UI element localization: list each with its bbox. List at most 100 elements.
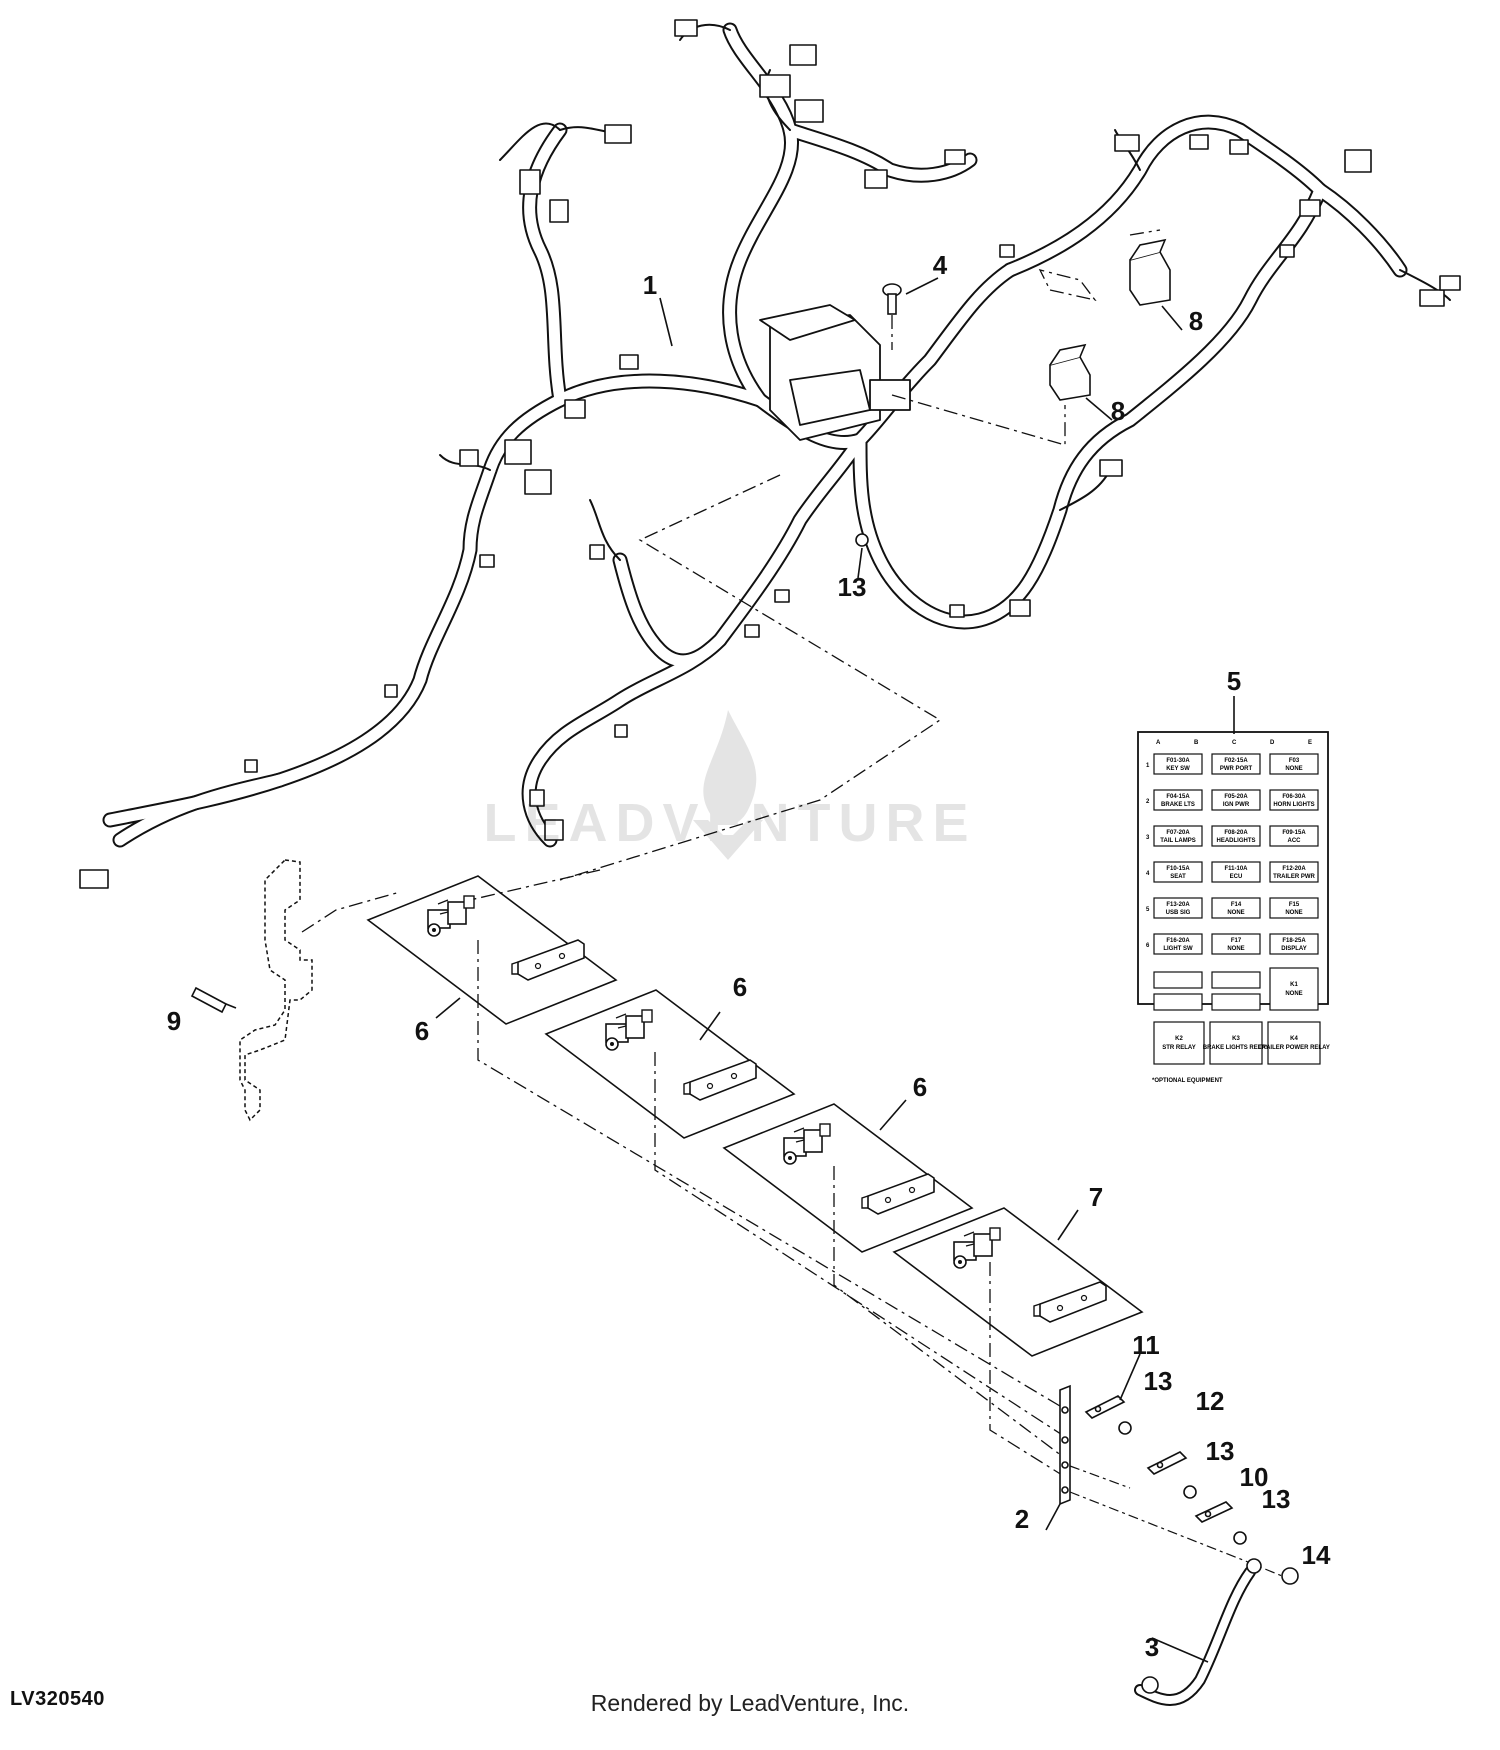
fuse-cell-label: F10-15A <box>1166 866 1190 872</box>
callout-13: 13 <box>1262 1484 1291 1514</box>
fuse-cell <box>1153 789 1203 811</box>
spare-slot <box>1153 971 1203 989</box>
fuse-cell-label: F15 <box>1289 902 1300 908</box>
fuse-panel-marker: D <box>1270 740 1275 746</box>
relay-label: K2 <box>1175 1036 1183 1042</box>
fuse-cell <box>1211 825 1261 847</box>
fuse-cell-label: IGN PWR <box>1223 802 1250 808</box>
footer-credit: Rendered by LeadVenture, Inc. <box>590 1690 910 1716</box>
callout-13: 13 <box>838 572 867 602</box>
fuse-cell <box>1211 933 1261 955</box>
fuse-cell-label: TAIL LAMPS <box>1160 838 1195 844</box>
relay-label: NONE <box>1285 991 1302 997</box>
switch-kit-item-7 <box>892 1207 1144 1357</box>
fuse-cell-label: F04-15A <box>1166 794 1190 800</box>
fuse-cell-label: F05-20A <box>1224 794 1248 800</box>
terminal-strap-item-10 <box>1194 1501 1234 1523</box>
fuse-cell <box>1269 861 1319 883</box>
relay-label: STR RELAY <box>1162 1045 1195 1051</box>
fuse-panel-marker: C <box>1232 740 1237 746</box>
fuse-cell-label: F03 <box>1289 758 1300 764</box>
fuse-cell-label: F12-20A <box>1282 866 1306 872</box>
callout-7: 7 <box>1089 1182 1103 1212</box>
fuse-cell-label: NONE <box>1285 910 1302 916</box>
fuse-row-number: 1 <box>1146 763 1150 769</box>
callout-6: 6 <box>913 1072 927 1102</box>
fuse-cell-label: SEAT <box>1170 874 1186 880</box>
fuse-cell-label: NONE <box>1227 910 1244 916</box>
relay-label: BRAKE LIGHTS RELAY <box>1203 1045 1269 1051</box>
callout-9: 9 <box>167 1006 181 1036</box>
fuse-row-number: 4 <box>1146 871 1150 877</box>
callout-11: 11 <box>1132 1330 1160 1360</box>
spare-slot <box>1211 971 1261 989</box>
callout-12: 12 <box>1196 1386 1225 1416</box>
ground-cable-item-3 <box>1134 1558 1262 1706</box>
fuse-cell-label: F06-30A <box>1282 794 1306 800</box>
callout-8: 8 <box>1189 306 1203 336</box>
mounting-bracket-item-2 <box>1059 1384 1071 1506</box>
fuse-cell-label: F11-10A <box>1224 866 1248 872</box>
spare-slot <box>1153 993 1203 1011</box>
callout-2: 2 <box>1015 1504 1029 1534</box>
callout-4: 4 <box>933 250 948 280</box>
fuse-cell <box>1269 825 1319 847</box>
fuse-cell-label: ECU <box>1230 874 1243 880</box>
callout-6: 6 <box>733 972 747 1002</box>
switch-kit-item-6-b <box>544 989 796 1139</box>
sensor-pin-item-9 <box>190 986 237 1014</box>
fuse-cell-label: NONE <box>1285 766 1302 772</box>
switch-kit-item-6-a <box>366 875 618 1025</box>
callout-1: 1 <box>643 270 657 300</box>
fuse-panel-marker: E <box>1308 740 1312 746</box>
fuse-cell <box>1269 933 1319 955</box>
fuse-panel-note: *OPTIONAL EQUIPMENT <box>1152 1078 1223 1084</box>
relay-cell <box>1209 1021 1263 1065</box>
terminal-strap-item-11 <box>1084 1395 1126 1419</box>
fuse-cell-label: F07-20A <box>1166 830 1190 836</box>
callout-14: 14 <box>1302 1540 1331 1570</box>
callout-3: 3 <box>1145 1632 1159 1662</box>
fuse-cell-label: F18-25A <box>1282 938 1306 944</box>
relay-label: TRAILER POWER RELAY <box>1258 1045 1330 1051</box>
fuse-cell-label: USB SIG <box>1166 910 1191 916</box>
fuse-cell-label: F09-15A <box>1282 830 1306 836</box>
terminal-strap-item-12 <box>1146 1451 1188 1475</box>
fuse-cell-label: F14 <box>1231 902 1242 908</box>
fuse-cell-label: TRAILER PWR <box>1273 874 1315 880</box>
fuse-cell <box>1269 753 1319 775</box>
relay-cell <box>1153 1021 1205 1065</box>
fuse-cell-label: F08-20A <box>1224 830 1248 836</box>
callout-10: 10 <box>1240 1462 1269 1492</box>
fuse-cell <box>1153 897 1203 919</box>
fuse-cell <box>1211 861 1261 883</box>
fuse-cell-label: F13-20A <box>1166 902 1190 908</box>
spare-slot <box>1211 993 1261 1011</box>
fuse-cell-label: KEY SW <box>1166 766 1190 772</box>
fuse-cell <box>1153 861 1203 883</box>
fuse-cell-label: HEADLIGHTS <box>1217 838 1256 844</box>
relay-item-8-upper <box>1129 238 1171 306</box>
nut-item-13-lower <box>1118 1421 1247 1545</box>
frame-reference-item-9 <box>239 859 313 1122</box>
fuse-cell-label: DISPLAY <box>1281 946 1306 952</box>
fuse-cell <box>1269 789 1319 811</box>
main-wiring-harness <box>79 19 1461 889</box>
fuse-cell <box>1269 897 1319 919</box>
callout-6: 6 <box>415 1016 429 1046</box>
fuse-cell-label: HORN LIGHTS <box>1273 802 1314 808</box>
fuse-cell-label: F17 <box>1231 938 1242 944</box>
fuse-cell-label: F02-15A <box>1224 758 1248 764</box>
relay-label: K4 <box>1290 1036 1298 1042</box>
screw-item-4 <box>882 283 902 315</box>
callout-8: 8 <box>1111 396 1125 426</box>
relay-cell <box>1267 1021 1321 1065</box>
callout-13: 13 <box>1144 1366 1173 1396</box>
fuse-cell-label: PWR PORT <box>1220 766 1253 772</box>
fuse-cell-label: F01-30A <box>1166 758 1190 764</box>
fuse-cell <box>1211 753 1261 775</box>
fuse-cell-label: LIGHT SW <box>1163 946 1193 952</box>
